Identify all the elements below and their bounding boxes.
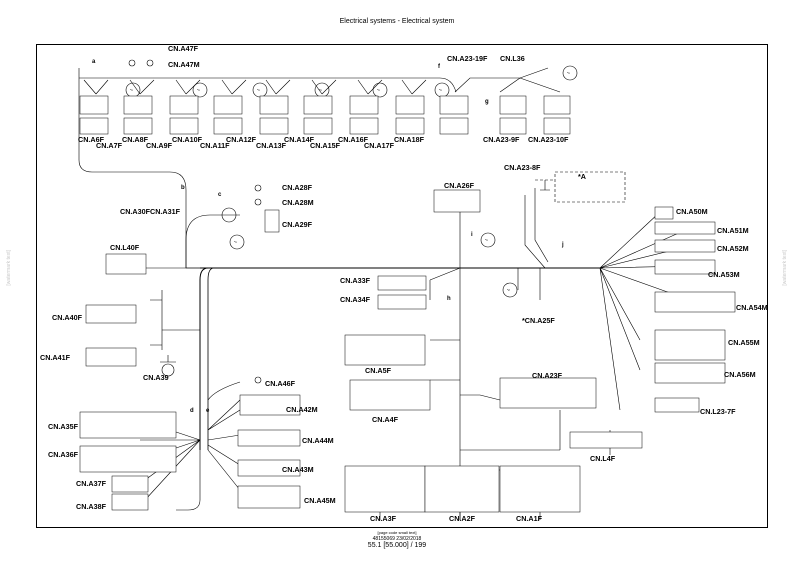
label-cn-a10f: CN.A10F <box>172 135 203 144</box>
label-cn-a45m: CN.A45M <box>304 496 336 505</box>
marker-c: c <box>218 192 222 198</box>
label-cn-a36f: CN.A36F <box>48 450 79 459</box>
dashed-box-a <box>554 171 626 203</box>
label-cn-a52m: CN.A52M <box>717 244 749 253</box>
label-cn-a55m: CN.A55M <box>728 338 760 347</box>
marker-d: d <box>190 408 194 414</box>
label-cn-a40f: CN.A40F <box>52 313 83 322</box>
label-cn-a47m: CN.A47M <box>168 60 200 69</box>
label-cn-l36: CN.L36 <box>500 54 525 63</box>
label-cn-a51m: CN.A51M <box>717 226 749 235</box>
footer-page: 55.1 [55.000] / 199 <box>367 542 427 549</box>
label-cn-a46f: CN.A46F <box>265 379 296 388</box>
label-cn-a33f: CN.A33F <box>340 276 371 285</box>
watermark-left: [watermark text] <box>6 250 12 286</box>
label-cn-a23-19f: CN.A23-19F <box>447 54 488 63</box>
diagram-frame <box>36 44 768 528</box>
label-cn-a4f: CN.A4F <box>372 415 399 424</box>
label-cn-a35f: CN.A35F <box>48 422 79 431</box>
label-cn-a23-8f: CN.A23-8F <box>504 163 541 172</box>
label-cn-l40f: CN.L40F <box>110 243 140 252</box>
label-cn-a5f: CN.A5F <box>365 366 392 375</box>
label-cn-a6f: CN.A6F <box>78 135 105 144</box>
label-cn-l4f: CN.L4F <box>590 454 616 463</box>
label-cn-a31f: CN.A31F <box>150 207 181 216</box>
label-cn-a41f: CN.A41F <box>40 353 71 362</box>
label-cn-a28m: CN.A28M <box>282 198 314 207</box>
note-1-label: *1 <box>485 238 488 242</box>
label-cn-a47f: CN.A47F <box>168 44 199 53</box>
label-cn-a17f: CN.A17F <box>364 141 395 150</box>
top-harness-wire <box>78 68 205 269</box>
label-cn-a8f: CN.A8F <box>122 135 149 144</box>
label-cn-a14f: CN.A14F <box>284 135 315 144</box>
label-cn-a9f: CN.A9F <box>146 141 173 150</box>
label-cn-a11f: CN.A11F <box>200 141 230 150</box>
label-cn-a26f: CN.A26F <box>444 181 475 190</box>
label-cn-a37f: CN.A37F <box>76 479 107 488</box>
page-header: Electrical systems - Electrical system <box>339 18 455 25</box>
right-top-branch <box>454 67 561 93</box>
label-cn-a50m: CN.A50M <box>676 207 708 216</box>
footer-doc: 48155069 23/02/2018 <box>372 536 422 542</box>
label-cn-a28f: CN.A28F <box>282 183 313 192</box>
note-2-label: *2 <box>507 288 510 292</box>
label-cn-a13f: CN.A13F <box>256 141 287 150</box>
label-cn-a16f: CN.A16F <box>338 135 369 144</box>
label-cn-a15f: CN.A15F <box>310 141 341 150</box>
label-cn-a30f: CN.A30F <box>120 207 151 216</box>
marker-e: e <box>206 408 210 414</box>
label-cn-a39: CN.A39 <box>143 373 169 382</box>
note-1-label: *1 <box>439 88 442 92</box>
marker-i: i <box>471 232 473 238</box>
main-vertical-harness <box>199 267 209 450</box>
note-1-label: *1 <box>234 240 237 244</box>
note-1-label: *1 <box>197 88 200 92</box>
note-1-label: *1 <box>319 88 322 92</box>
marker-b: b <box>181 185 185 191</box>
label-cn-a43m: CN.A43M <box>282 465 314 474</box>
note-1-label: *1 <box>130 88 133 92</box>
marker-f: f <box>438 64 441 70</box>
label-cn-a12f: CN.A12F <box>226 135 257 144</box>
label-cn-a2f: CN.A2F <box>449 514 476 523</box>
marker-h: h <box>447 296 451 302</box>
label-cn-a23-10f: CN.A23-10F <box>528 135 569 144</box>
label-cn-a44m: CN.A44M <box>302 436 334 445</box>
label-cn-a53m: CN.A53M <box>708 270 740 279</box>
label-star-a: *A <box>578 172 586 181</box>
footer-code: [page code small text] <box>377 530 417 535</box>
note-circle <box>125 82 141 98</box>
marker-j: j <box>561 242 564 248</box>
marker-a: a <box>92 59 96 65</box>
marker-g: g <box>485 99 489 105</box>
label-cn-a34f: CN.A34F <box>340 295 371 304</box>
label-cn-a25f: *CN.A25F <box>522 316 555 325</box>
label-cn-a54m: CN.A54M <box>736 303 768 312</box>
note-1-label: *1 <box>567 71 570 75</box>
label-cn-l23-7f: CN.L23-7F <box>700 407 736 416</box>
label-cn-a29f: CN.A29F <box>282 220 313 229</box>
top-trunk-wire <box>79 77 457 93</box>
watermark-right: [watermark text] <box>782 250 788 286</box>
label-cn-a18f: CN.A18F <box>394 135 425 144</box>
label-cn-a3f: CN.A3F <box>370 514 397 523</box>
label-cn-a38f: CN.A38F <box>76 502 107 511</box>
note-1-label: *1 <box>377 88 380 92</box>
label-cn-a56m: CN.A56M <box>724 370 756 379</box>
note-1-label: *1 <box>257 88 260 92</box>
label-cn-a23f: CN.A23F <box>532 371 563 380</box>
label-cn-a23-9f: CN.A23-9F <box>483 135 520 144</box>
label-cn-a42m: CN.A42M <box>286 405 318 414</box>
label-cn-a1f: CN.A1F <box>516 514 543 523</box>
label-cn-a7f: CN.A7F <box>96 141 123 150</box>
